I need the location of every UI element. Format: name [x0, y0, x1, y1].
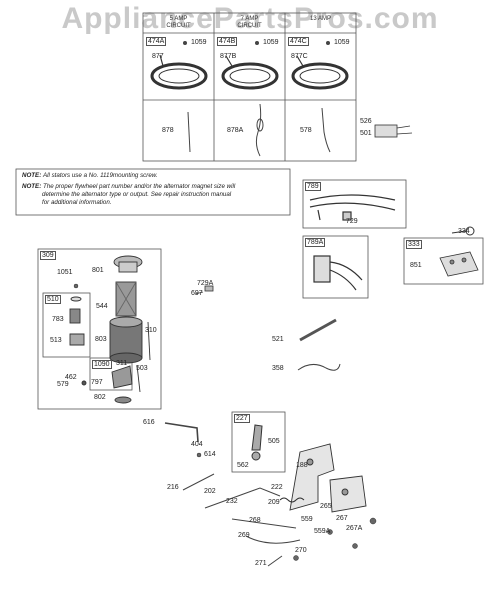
callout-188[interactable]: 188	[296, 462, 308, 469]
box-label-227[interactable]: 227	[234, 414, 250, 423]
callout-697[interactable]: 697	[191, 290, 203, 297]
callout-202[interactable]: 202	[204, 488, 216, 495]
callout-501[interactable]: 501	[360, 130, 372, 137]
box-label-510[interactable]: 510	[45, 295, 61, 304]
linkage-rods	[182, 473, 301, 567]
box-label-789a[interactable]: 789A	[305, 238, 326, 247]
callout-803[interactable]: 803	[95, 336, 107, 343]
callout-216[interactable]: 216	[167, 484, 179, 491]
callout-267[interactable]: 267	[336, 515, 348, 522]
callout-1059[interactable]: 1059	[191, 39, 207, 46]
callout-474a[interactable]: 474A	[146, 37, 167, 46]
callout-579[interactable]: 579	[57, 381, 69, 388]
callout-559a[interactable]: 559A	[314, 528, 331, 535]
callout-404[interactable]: 404	[191, 441, 203, 448]
stator-coil-474b	[221, 55, 279, 90]
callout-271[interactable]: 271	[255, 560, 267, 567]
screws	[73, 283, 377, 561]
box-label-309[interactable]: 309	[40, 251, 56, 260]
callout-503[interactable]: 503	[136, 365, 148, 372]
callout-878[interactable]: 878	[162, 127, 174, 134]
spring-209	[279, 497, 305, 503]
callout-802[interactable]: 802	[94, 394, 106, 401]
stator-coil-474a	[150, 54, 208, 90]
callout-474c[interactable]: 474C	[288, 37, 309, 46]
site-watermark: AppliancePartsPros.com	[61, 2, 439, 35]
box-label-333[interactable]: 333	[406, 240, 422, 249]
callout-526[interactable]: 526	[360, 118, 372, 125]
callout-1059[interactable]: 1059	[334, 39, 350, 46]
callout-232[interactable]: 232	[226, 498, 238, 505]
wire-358	[297, 363, 341, 371]
header-text: 13 AMP	[309, 16, 331, 22]
callout-521[interactable]: 521	[272, 336, 284, 343]
callout-358[interactable]: 358	[272, 365, 284, 372]
throttle-lever-227	[251, 424, 263, 461]
callout-729[interactable]: 729	[346, 218, 358, 225]
note-text: for additional information.	[42, 199, 112, 206]
box-label-1090[interactable]: 1090	[92, 360, 112, 369]
note-prefix: NOTE:	[22, 172, 42, 179]
note-box	[15, 168, 291, 216]
callout-878a[interactable]: 878A	[227, 127, 244, 134]
callout-877[interactable]: 877	[152, 53, 164, 60]
rectifier-333	[439, 251, 479, 277]
callout-1059[interactable]: 1059	[263, 39, 279, 46]
tube-521	[299, 318, 337, 342]
callout-334[interactable]: 334	[458, 228, 470, 235]
callout-268[interactable]: 268	[249, 517, 261, 524]
screw-icons	[183, 41, 330, 45]
clip-729a	[194, 285, 214, 295]
callout-269[interactable]: 269	[238, 532, 250, 539]
callout-310[interactable]: 310	[145, 327, 157, 334]
control-bracket	[289, 443, 367, 513]
note-stator-screw: NOTE: All stators use a No. 1119mounting…	[22, 172, 288, 180]
note-flywheel: NOTE: The proper flywheel part number an…	[22, 183, 288, 207]
box-label-311[interactable]: 311	[116, 360, 128, 367]
callout-209[interactable]: 209	[268, 499, 280, 506]
note-prefix: NOTE:	[22, 183, 42, 190]
callout-801[interactable]: 801	[92, 267, 104, 274]
note-text: The proper flywheel part number and/or t…	[42, 183, 236, 190]
note-text: All stators use a No. 1119mounting screw…	[42, 172, 158, 179]
callout-265[interactable]: 265	[320, 503, 332, 510]
callout-505[interactable]: 505	[268, 438, 280, 445]
stator-coil-474c	[291, 55, 349, 90]
stator-table-frame	[142, 12, 357, 162]
stator-leads	[187, 103, 331, 157]
harness-789	[309, 194, 396, 221]
callout-513[interactable]: 513	[50, 337, 62, 344]
callout-559[interactable]: 559	[301, 516, 313, 523]
starter-motor	[69, 255, 151, 404]
callout-462[interactable]: 462	[65, 374, 77, 381]
callout-877b[interactable]: 877B	[220, 53, 237, 60]
callout-729a[interactable]: 729A	[197, 280, 214, 287]
callout-222[interactable]: 222	[271, 484, 283, 491]
callout-474b[interactable]: 474B	[217, 37, 238, 46]
note-text: determine the alternator type or output.…	[42, 191, 232, 198]
callout-578[interactable]: 578	[300, 127, 312, 134]
box-label-789[interactable]: 789	[305, 182, 321, 191]
callout-877c[interactable]: 877C	[291, 53, 308, 60]
callout-614[interactable]: 614	[204, 451, 216, 458]
connector-334	[451, 226, 475, 236]
header-13-amp: 13 AMP	[285, 16, 356, 23]
callout-267a[interactable]: 267A	[346, 525, 363, 532]
rod-616	[164, 422, 199, 443]
callout-1051[interactable]: 1051	[57, 269, 73, 276]
callout-544[interactable]: 544	[96, 303, 108, 310]
callout-797[interactable]: 797	[91, 379, 103, 386]
regulator-icon	[374, 124, 413, 138]
callout-562[interactable]: 562	[237, 462, 249, 469]
callout-616[interactable]: 616	[143, 419, 155, 426]
callout-851[interactable]: 851	[410, 262, 422, 269]
callout-270[interactable]: 270	[295, 547, 307, 554]
callout-783[interactable]: 783	[52, 316, 64, 323]
harness-789a	[313, 255, 363, 291]
